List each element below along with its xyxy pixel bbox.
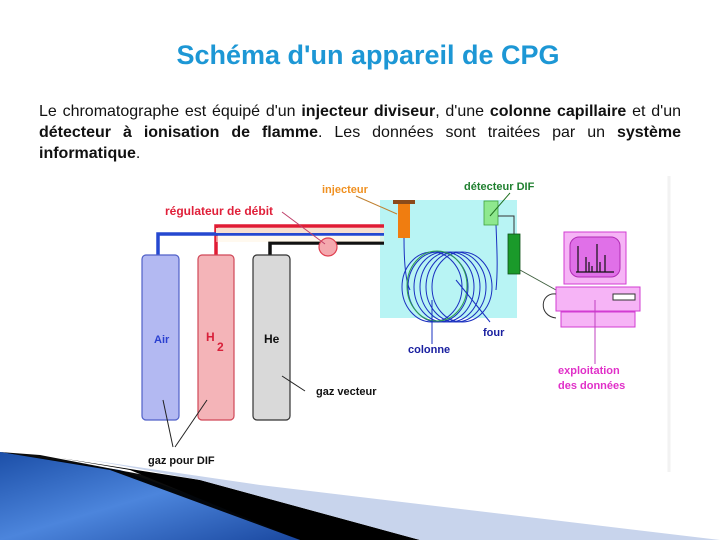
label-oven: four [483, 327, 505, 339]
flow-regulator [318, 237, 338, 257]
air-line [156, 232, 384, 258]
term-computer: système informatique [39, 124, 681, 162]
fid-detector [483, 200, 499, 226]
label-h2-subscript: 2 [217, 340, 224, 354]
term-detector: détecteur à ionisation de flamme [39, 124, 318, 141]
cylinder-air [141, 254, 180, 421]
label-carrier-gas: gaz vecteur [316, 386, 377, 398]
label-h2: H [206, 330, 215, 344]
label-detector: détecteur DIF [464, 181, 535, 193]
label-air: Air [154, 334, 170, 346]
injector [398, 204, 410, 238]
slide-paragraph: Le chromatographe est équipé d'un inject… [39, 101, 681, 164]
gc-diagram: régulateur de débit Air H 2 He gaz vecte… [128, 172, 672, 474]
text-run: Le chromatographe est équipé d'un [39, 103, 302, 120]
label-column: colonne [408, 344, 450, 356]
label-injector: injecteur [322, 184, 369, 196]
term-column: colonne capillaire [489, 103, 627, 120]
label-fid-gas: gaz pour DIF [148, 455, 215, 467]
label-flow-regulator: régulateur de débit [165, 204, 273, 218]
slide-swoosh-decoration [0, 452, 720, 540]
label-data-processing-2: des données [558, 380, 625, 392]
label-he: He [264, 332, 280, 346]
cylinder-h2 [197, 254, 235, 421]
cylinder-he [252, 254, 291, 421]
slide-title: Schéma d'un appareil de CPG [176, 40, 560, 70]
he-line [268, 241, 384, 258]
computer [555, 231, 641, 328]
label-data-processing-1: exploitation [558, 365, 620, 377]
h2-line [214, 224, 384, 258]
text-run: et d'un [626, 103, 681, 120]
text-run: , d'une [435, 103, 490, 120]
text-run: . Les données sont traitées par un [318, 124, 617, 141]
term-injector: injecteur diviseur [301, 103, 436, 120]
amplifier [507, 233, 521, 275]
text-run: . [135, 145, 141, 162]
